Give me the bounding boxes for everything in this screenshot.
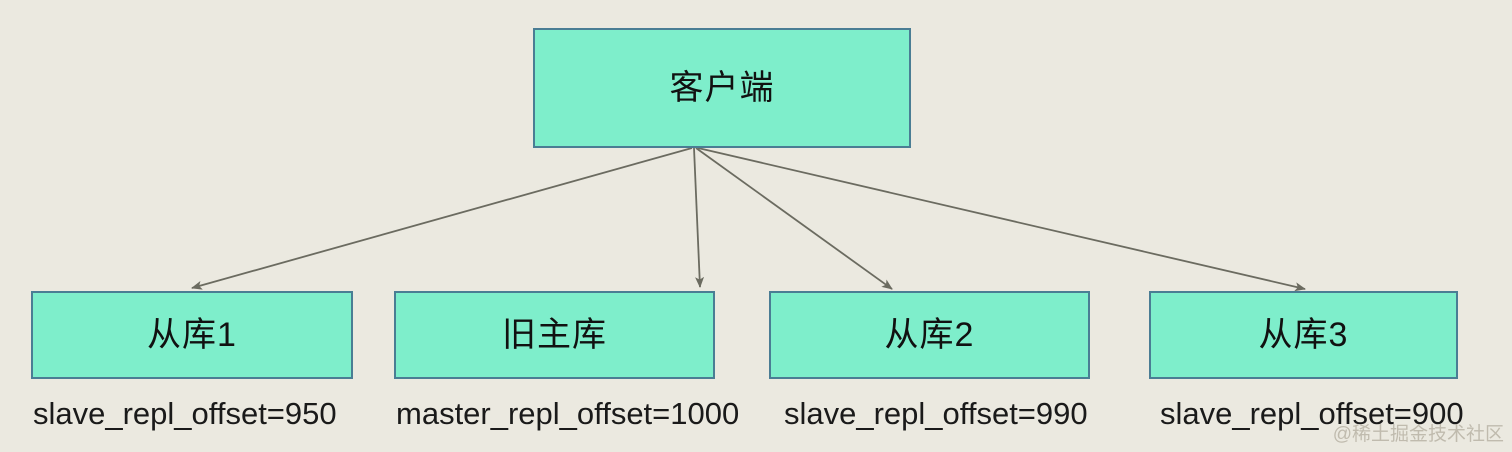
node-db-4[interactable]: 从库3: [1149, 291, 1458, 379]
node-db-1[interactable]: 从库1: [31, 291, 353, 379]
node-db-4-label: 从库3: [1258, 316, 1349, 354]
node-db-4-offset-label: slave_repl_offset=900: [1160, 396, 1464, 431]
node-db-2[interactable]: 旧主库: [394, 291, 715, 379]
node-client-label: 客户端: [669, 69, 775, 107]
node-db-3-offset-label: slave_repl_offset=990: [784, 396, 1088, 431]
client-to-slave3: [697, 147, 1306, 292]
node-client[interactable]: 客户端: [533, 28, 911, 148]
client-to-slave1: [191, 147, 693, 290]
node-db-1-offset-label: slave_repl_offset=950: [33, 396, 337, 431]
node-db-2-offset-label: master_repl_offset=1000: [396, 396, 740, 431]
node-db-3-label: 从库2: [884, 316, 975, 354]
node-db-3[interactable]: 从库2: [769, 291, 1090, 379]
client-to-master-old: [693, 147, 705, 288]
node-db-2-label: 旧主库: [502, 316, 607, 354]
client-to-slave2: [695, 147, 893, 290]
watermark: @稀土掘金技术社区: [1332, 424, 1504, 445]
node-db-1-label: 从库1: [147, 316, 237, 354]
